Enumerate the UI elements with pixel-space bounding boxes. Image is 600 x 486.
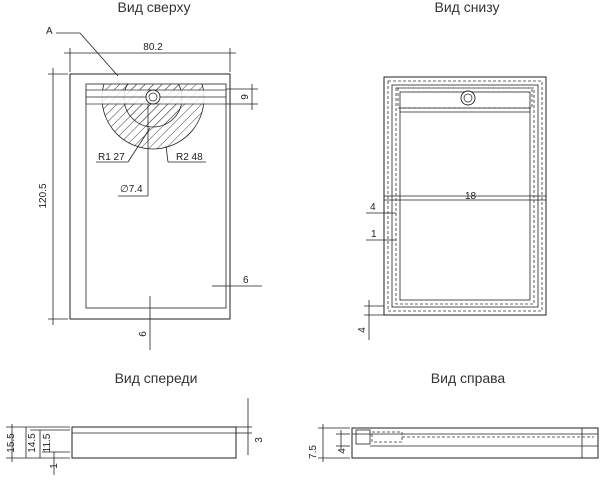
bottom-view: 18 4 1 4 xyxy=(357,76,547,340)
bottom-dim-1-left: 1 xyxy=(371,229,377,240)
front-view: 3 15.5 14.5 11.5 1 xyxy=(6,398,265,475)
front-view-title: Вид спереди xyxy=(115,370,198,386)
edge-right-dimension: 6 xyxy=(243,275,249,286)
bottom-drain-hole xyxy=(460,90,476,106)
front-dim-15-5: 15.5 xyxy=(6,433,17,453)
front-dim-1: 1 xyxy=(49,463,60,469)
front-dim-14-5: 14.5 xyxy=(27,433,38,453)
front-view-body xyxy=(71,426,237,459)
front-dim-11-5: 11.5 xyxy=(42,433,53,452)
side-dim-4: 4 xyxy=(337,448,348,454)
bottom-view-title: Вид снизу xyxy=(434,0,499,15)
radius-2-label: R2 48 xyxy=(176,152,203,163)
bottom-center-mark: 18 xyxy=(465,191,477,202)
front-dim-3: 3 xyxy=(254,437,265,443)
side-view-body xyxy=(351,427,599,459)
bottom-dim-4-bottom: 4 xyxy=(357,327,368,333)
top-view: A 80.2 120.5 9 R1 27 R2 48 ∅7.4 6 xyxy=(38,26,262,350)
edge-bottom-dimension: 6 xyxy=(138,331,149,337)
diameter-label: ∅7.4 xyxy=(120,184,143,195)
bottom-dim-4-left: 4 xyxy=(370,202,376,213)
side-view-title: Вид справа xyxy=(431,370,506,386)
radius-1-label: R1 27 xyxy=(98,152,125,163)
height-dimension: 120.5 xyxy=(38,183,49,208)
drain-offset-dimension: 9 xyxy=(240,94,251,100)
side-view: 7.5 4 xyxy=(308,424,599,462)
callout-a-label: A xyxy=(46,26,53,37)
top-view-title: Вид сверху xyxy=(118,0,191,15)
width-dimension: 80.2 xyxy=(143,42,163,53)
drain-hole xyxy=(145,89,161,105)
side-dim-7-5: 7.5 xyxy=(308,445,319,459)
